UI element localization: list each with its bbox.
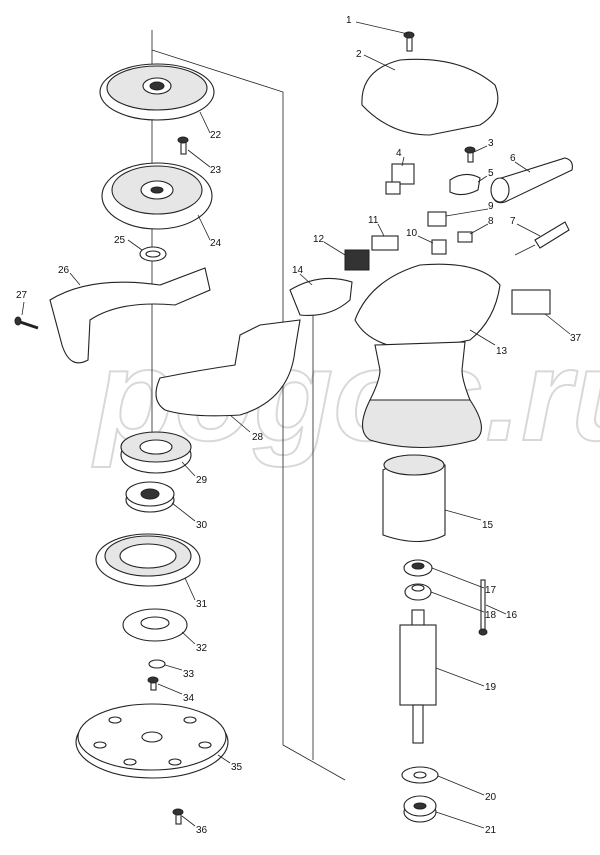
part-26-guard	[49, 267, 211, 364]
part-1-screw	[403, 31, 415, 52]
part-label-29: 29	[196, 475, 208, 486]
part-label-21: 21	[485, 825, 497, 836]
part-label-1: 1	[346, 15, 352, 26]
part-11-switch	[371, 235, 399, 251]
part-28-guard	[155, 319, 301, 417]
part-36-screw	[172, 808, 184, 825]
part-14-gasket	[289, 277, 353, 316]
part-22-cover	[99, 63, 215, 121]
part-label-34: 34	[183, 693, 195, 704]
part-label-20: 20	[485, 792, 497, 803]
part-label-31: 31	[196, 599, 208, 610]
part-label-4: 4	[396, 148, 402, 159]
part-30-bearing	[125, 481, 175, 513]
part-8-brush-holder	[457, 231, 473, 243]
part-label-3: 3	[488, 138, 494, 149]
part-label-26: 26	[58, 265, 70, 276]
part-29-bearing-retainer	[120, 431, 192, 474]
part-label-32: 32	[196, 643, 208, 654]
part-label-12: 12	[313, 234, 325, 245]
part-label-23: 23	[210, 165, 222, 176]
part-label-10: 10	[406, 228, 418, 239]
part-20-washer	[401, 766, 439, 784]
part-32-plate	[122, 608, 188, 642]
leader-lines	[21, 21, 571, 829]
part-17-bearing	[403, 559, 433, 577]
part-15-stator	[382, 454, 446, 542]
part-4-clip	[385, 181, 401, 195]
part-label-6: 6	[510, 153, 516, 164]
part-label-13: 13	[496, 346, 508, 357]
part-34-screw	[147, 676, 159, 691]
part-labels: 1 2 3 4 5 6 7 8 9 10 11 12 13 14 15 16 1…	[16, 15, 582, 836]
part-13-housing	[354, 263, 501, 448]
part-23-screw	[177, 136, 189, 155]
part-37-controller	[511, 289, 551, 315]
part-label-11: 11	[368, 215, 379, 226]
part-19-armature	[399, 609, 437, 744]
part-2-top-cover	[361, 58, 499, 136]
part-31-ring	[95, 533, 201, 587]
part-27-screw	[14, 316, 39, 330]
part-label-30: 30	[196, 520, 208, 531]
part-7-cord-guard	[514, 221, 570, 256]
part-label-15: 15	[482, 520, 494, 531]
part-label-33: 33	[183, 669, 195, 680]
part-label-8: 8	[488, 216, 494, 227]
part-label-25: 25	[114, 235, 126, 246]
part-16-screw	[478, 579, 488, 636]
part-label-22: 22	[210, 130, 222, 141]
part-label-37: 37	[570, 333, 582, 344]
part-4-capacitor	[391, 163, 415, 185]
part-5-holder	[449, 173, 481, 196]
part-label-9: 9	[488, 201, 494, 212]
part-label-27: 27	[16, 290, 28, 301]
part-label-28: 28	[252, 432, 264, 443]
part-label-24: 24	[210, 238, 222, 249]
part-label-17: 17	[485, 585, 497, 596]
washer-hole	[145, 250, 161, 258]
part-label-19: 19	[485, 682, 497, 693]
part-21-bearing	[403, 795, 437, 823]
part-33-washer	[148, 659, 166, 669]
part-35-sanding-pad	[75, 703, 229, 779]
part-label-16: 16	[506, 610, 518, 621]
part-6-handle	[490, 157, 573, 204]
part-9-switch	[427, 211, 447, 227]
part-18-bushing	[404, 583, 432, 601]
part-10-terminal	[431, 239, 447, 255]
assembly-guide-line	[151, 30, 346, 781]
part-label-14: 14	[292, 265, 304, 276]
part-label-2: 2	[356, 49, 362, 60]
part-label-7: 7	[510, 216, 516, 227]
part-label-18: 18	[485, 610, 497, 621]
part-label-35: 35	[231, 762, 243, 773]
part-3-screw	[464, 146, 476, 163]
part-label-5: 5	[488, 168, 494, 179]
part-label-36: 36	[196, 825, 208, 836]
part-12-controller	[344, 249, 370, 271]
part-24-fan	[101, 162, 213, 230]
